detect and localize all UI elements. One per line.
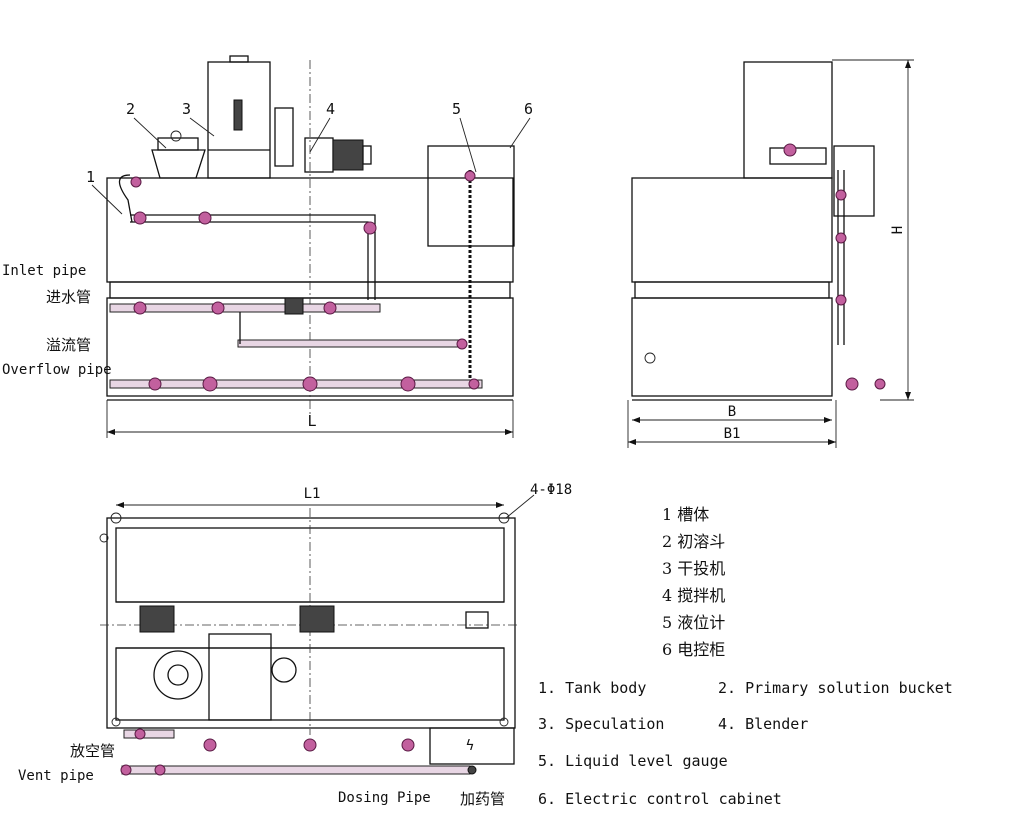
legend-cn-3: 3 干投机 [662,559,725,578]
inlet-pipe [109,303,381,313]
side-tank-upper [631,177,833,283]
legend-cn-2: 2 初溶斗 [662,532,725,551]
vent-pipe-label-cn: 放空管 [70,742,115,760]
legend-en-6: 6. Electric control cabinet [538,790,782,808]
callout-5: 5 [452,100,461,118]
legend-en: 1. Tank body 2. Primary solution bucket … [538,679,953,808]
legend-cn-6: 6 电控柜 [662,640,725,659]
side-elevation: H B B1 [627,59,914,448]
inlet-pipe-label-cn: 进水管 [46,288,91,306]
legend-en-3: 3. Speculation [538,715,664,733]
plan-bucket [153,650,203,700]
legend-cn-1: 1 槽体 [662,505,709,524]
dosing-pipe-label-en: Dosing Pipe [338,790,431,806]
dim-B-label: B [728,404,736,420]
side-feeder [743,61,833,179]
blender-drive [274,107,294,167]
legend-en-2: 2. Primary solution bucket [718,679,953,697]
plan-cabinet [429,727,515,765]
plan-feeder [208,633,272,721]
dim-L-label: L [307,412,316,430]
legend-cn: 1 槽体 2 初溶斗 3 干投机 4 搅拌机 5 液位计 6 电控柜 [662,505,725,659]
dim-H-label: H [890,226,906,234]
callout-6: 6 [524,100,533,118]
internal-pipe [130,214,376,300]
holes-label: 4-Φ18 [530,482,572,498]
svg-text:ϟ: ϟ [466,738,474,754]
side-tank-lower [631,297,833,397]
front-elevation: L 1 2 3 4 5 6 Inlet pipe 进水管 溢流管 Overflo… [2,55,533,438]
vent-pipe-label-en: Vent pipe [18,768,94,784]
outlet-manifold [109,379,483,389]
dim-L1-label: L1 [304,486,321,502]
blender-motor [332,139,364,171]
callout-3: 3 [182,100,191,118]
plan-outlet-pipe [121,765,471,775]
legend-cn-4: 4 搅拌机 [662,586,725,605]
overflow-pipe [237,339,465,348]
callout-4: 4 [326,100,335,118]
callout-2: 2 [126,100,135,118]
dim-B1-label: B1 [724,426,741,442]
plan-outline [106,517,516,729]
inlet-pipe-label-en: Inlet pipe [2,263,86,279]
plan-view: ϟ L1 4-Φ18 放空管 Vent pipe Dosing Pipe 加药管 [18,482,572,808]
dosing-pipe-label-cn: 加药管 [460,790,505,808]
callout-1: 1 [86,168,95,186]
overflow-pipe-label-en: Overflow pipe [2,362,112,378]
legend-en-1: 1. Tank body [538,679,646,697]
legend-en-4: 4. Blender [718,715,808,733]
primary-solution-bucket [151,149,206,179]
legend-en-5: 5. Liquid level gauge [538,752,728,770]
legend-cn-5: 5 液位计 [662,613,725,632]
overflow-pipe-label-cn: 溢流管 [46,336,91,354]
